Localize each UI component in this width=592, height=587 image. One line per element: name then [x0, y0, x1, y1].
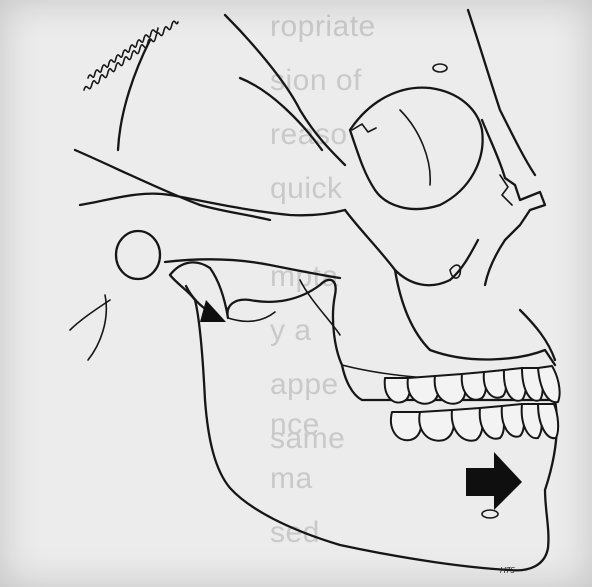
upper-premolar-1	[484, 370, 506, 398]
lower-teeth	[391, 404, 558, 441]
lower-molar-1	[452, 408, 483, 441]
nasal-bone-outline	[482, 120, 545, 285]
mandible-notch	[228, 312, 275, 321]
orbit-crack	[352, 124, 376, 132]
condyle-arrow-head	[200, 300, 226, 322]
lower-molar-3	[391, 412, 422, 440]
forehead-outline	[468, 10, 535, 175]
mental-foramen	[482, 510, 498, 518]
zygomatic-bone-outline	[345, 210, 478, 285]
lower-premolar-2	[480, 406, 504, 439]
temporal-line-lower	[75, 150, 270, 220]
chin-forward-arrow	[466, 452, 522, 510]
temporal-hatch-squiggle	[84, 21, 178, 90]
zygomatic-arch-upper	[80, 194, 345, 216]
orbit-outline	[350, 88, 483, 209]
upper-molar-3	[385, 378, 410, 403]
lower-molar-2	[419, 410, 454, 441]
orbit-inner-line	[400, 110, 430, 185]
lower-premolar-1	[502, 404, 524, 437]
artist-initials: H75	[500, 566, 515, 575]
upper-teeth	[385, 366, 560, 404]
cranial-suture-line	[240, 78, 322, 150]
temporal-hatch-squiggle-2	[88, 28, 158, 78]
external-auditory-meatus	[116, 231, 160, 279]
supraorbital-foramen	[433, 64, 447, 72]
cranium-outline	[225, 15, 345, 165]
